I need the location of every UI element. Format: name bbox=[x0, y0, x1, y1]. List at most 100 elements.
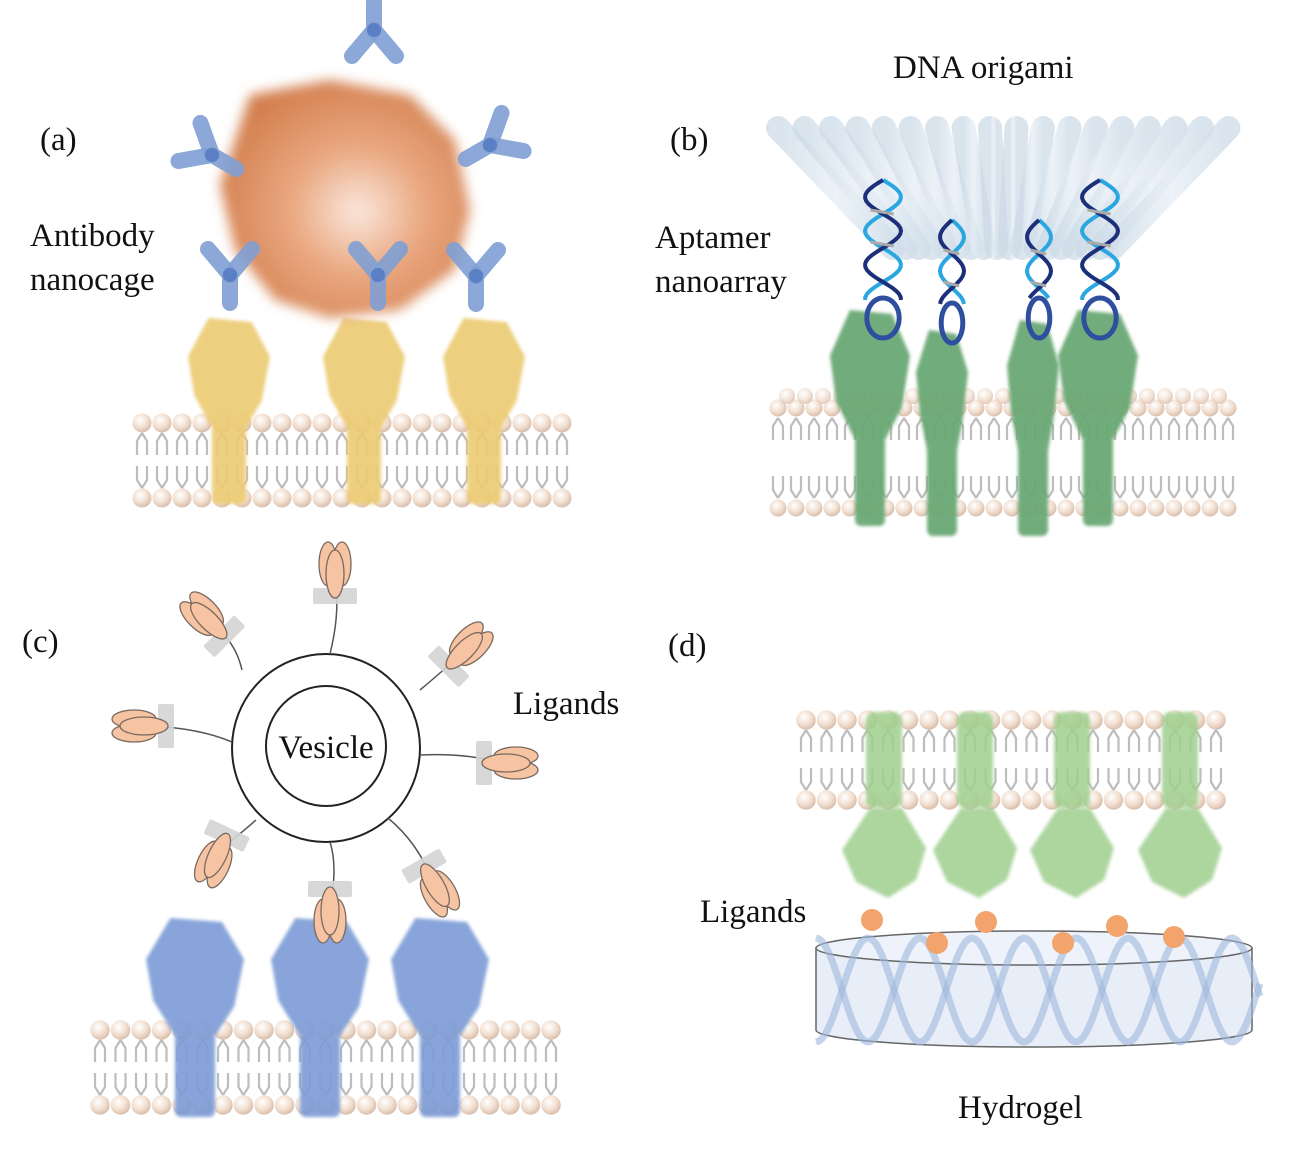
base-pair bbox=[1030, 248, 1047, 288]
lipid-tail bbox=[339, 1073, 353, 1096]
ligand-dot bbox=[1052, 932, 1074, 954]
ligands-label-d: Ligands bbox=[700, 894, 806, 930]
lipid-tail bbox=[1005, 476, 1019, 499]
origami-rod bbox=[1036, 116, 1108, 260]
lipid-head bbox=[233, 1020, 254, 1040]
receptor-body bbox=[443, 318, 525, 428]
receptor-body bbox=[933, 808, 1017, 898]
receptor-body bbox=[1058, 310, 1138, 440]
lipid-tail bbox=[114, 1073, 127, 1096]
vesicle: Vesicle bbox=[231, 653, 421, 843]
base-pair bbox=[943, 248, 960, 288]
receptor-c bbox=[271, 918, 369, 1117]
lipid-tail bbox=[902, 729, 915, 752]
lipid-head bbox=[541, 1095, 561, 1115]
lipid-head bbox=[1103, 790, 1124, 810]
lipid-head bbox=[1001, 710, 1021, 730]
lipid-tail bbox=[135, 466, 149, 489]
receptor-stem bbox=[866, 712, 902, 808]
lipid-head bbox=[1103, 710, 1124, 730]
lipid-head bbox=[1165, 399, 1183, 417]
lipid-head bbox=[213, 1095, 233, 1115]
receptor-stem bbox=[175, 1032, 215, 1117]
antibody-hinge bbox=[223, 268, 237, 282]
lipid-head bbox=[500, 1020, 520, 1040]
receptor-c bbox=[391, 918, 489, 1117]
lipid-head bbox=[898, 790, 919, 810]
lipid-head bbox=[459, 1095, 479, 1115]
lipid-head bbox=[913, 499, 931, 517]
lipid-head bbox=[192, 488, 212, 508]
lipid-tail bbox=[395, 432, 409, 455]
ligand bbox=[387, 817, 461, 918]
lipid-tail bbox=[799, 729, 813, 752]
ligand bbox=[419, 621, 494, 691]
lipid-tail bbox=[339, 1039, 353, 1062]
lipid-head bbox=[479, 1095, 500, 1115]
lipid-head bbox=[90, 1095, 110, 1115]
ligand-dot bbox=[1106, 915, 1128, 937]
lipid-tail bbox=[1127, 729, 1141, 752]
ligand-lobe bbox=[320, 886, 340, 936]
lipid-tail bbox=[483, 1073, 496, 1096]
lipid-tail bbox=[195, 432, 209, 455]
lipid-tail bbox=[897, 476, 911, 499]
receptor-stem bbox=[1054, 712, 1090, 808]
lipid-head bbox=[397, 1095, 418, 1115]
lipid-head bbox=[541, 1020, 561, 1040]
lipid-head bbox=[392, 488, 412, 508]
lipid-head bbox=[985, 499, 1003, 517]
lipid-tail bbox=[969, 417, 983, 440]
lipid-head bbox=[1157, 388, 1173, 404]
lipid-tail bbox=[987, 476, 1001, 499]
lipid-head bbox=[816, 790, 837, 810]
receptor-body bbox=[916, 330, 968, 450]
lipid-head bbox=[412, 413, 432, 433]
lipid-tail bbox=[360, 1073, 373, 1096]
lipid-tail bbox=[843, 476, 857, 499]
receptor-a bbox=[443, 318, 525, 504]
receptor-stem bbox=[1083, 436, 1113, 526]
lipid-tail bbox=[922, 729, 936, 752]
antibody bbox=[344, 0, 404, 64]
lipid-tail bbox=[943, 729, 956, 752]
receptor-stem bbox=[212, 424, 246, 504]
lipid-tail bbox=[1004, 768, 1018, 791]
receptor-b bbox=[1007, 320, 1059, 536]
lipid-head bbox=[939, 710, 960, 730]
lipid-head bbox=[919, 790, 939, 810]
lipid-head bbox=[552, 488, 572, 508]
receptor-d bbox=[933, 712, 1017, 898]
lipid-head bbox=[552, 413, 572, 433]
antibodies-a bbox=[170, 0, 532, 312]
lipid-tail bbox=[380, 1039, 394, 1062]
lipid-tail bbox=[257, 1039, 271, 1062]
lipid-head bbox=[252, 488, 272, 508]
lipid-tail bbox=[335, 466, 349, 489]
lipid-head bbox=[272, 413, 292, 433]
lipid-head bbox=[823, 499, 841, 517]
receptor-d bbox=[1138, 712, 1222, 898]
ligand-body bbox=[313, 541, 357, 604]
lipid-tail bbox=[255, 466, 269, 489]
lipid-tail bbox=[435, 466, 449, 489]
lipid-head bbox=[1201, 399, 1219, 417]
lipid-head bbox=[805, 399, 823, 417]
lipid-head bbox=[895, 499, 913, 517]
lipid-head bbox=[151, 1020, 172, 1040]
lipid-tail bbox=[175, 432, 189, 455]
lipid-head bbox=[274, 1020, 295, 1040]
lipid-head bbox=[520, 1095, 541, 1115]
lipid-head bbox=[1147, 399, 1165, 417]
lipid-head bbox=[292, 413, 312, 433]
lipid-tail bbox=[922, 768, 936, 791]
lipid-tail bbox=[807, 417, 821, 440]
lipid-head bbox=[841, 499, 859, 517]
lipid-head bbox=[1144, 790, 1165, 810]
aptamers bbox=[862, 178, 1121, 346]
origami-rod bbox=[1101, 116, 1241, 260]
ligand-dot bbox=[975, 911, 997, 933]
lipid-tail bbox=[257, 1073, 271, 1096]
lipid-head bbox=[837, 710, 857, 730]
